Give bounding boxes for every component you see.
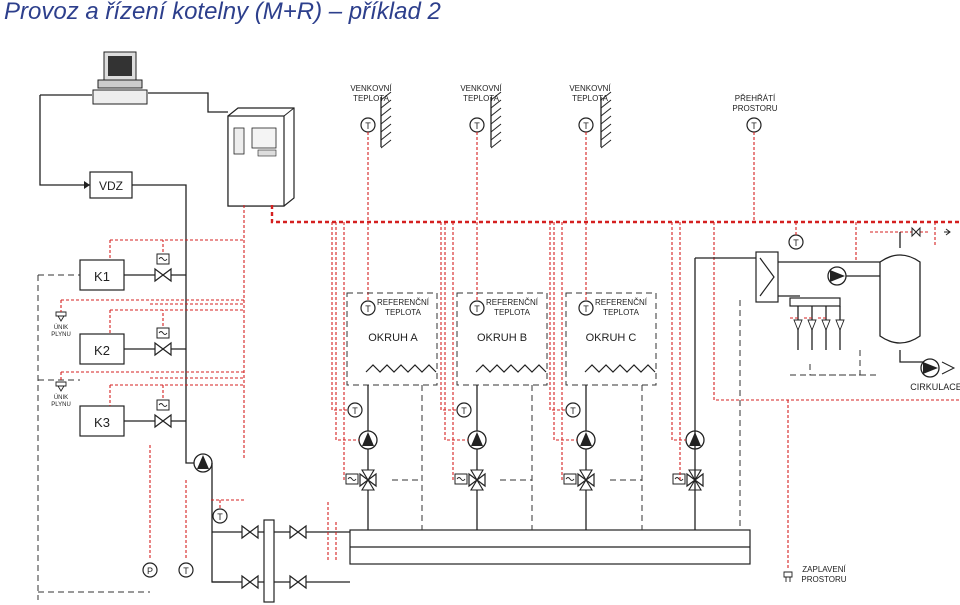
vdz-label: VDZ <box>99 179 123 193</box>
vdz-box <box>89 171 133 199</box>
svg-text:TEPLOTA: TEPLOTA <box>463 94 500 103</box>
svg-text:P: P <box>147 566 153 576</box>
supply-temp-sensor <box>212 508 228 524</box>
computer-icon <box>92 51 148 105</box>
page-title: Provoz a řízení kotelny (M+R) – příklad … <box>4 0 441 25</box>
svg-text:VENKOVNÍ: VENKOVNÍ <box>569 84 611 93</box>
room-overheat-sensor: PŘEHŘÁTÍ PROSTORU T <box>732 94 778 133</box>
circulation-label: CIRKULACE <box>910 382 960 392</box>
svg-text:T: T <box>474 121 480 131</box>
pressure-sensor: P <box>142 562 158 578</box>
gas-leak-detector-1: ÚNIK PLYNU <box>51 311 71 338</box>
outdoor-sensor-1: VENKOVNÍ TEPLOTA T <box>350 84 392 149</box>
outdoor-sensor-2: VENKOVNÍ TEPLOTA T <box>460 84 502 149</box>
svg-text:TEPLOTA: TEPLOTA <box>603 308 640 317</box>
svg-text:T: T <box>461 406 467 416</box>
svg-text:TEPLOTA: TEPLOTA <box>572 94 609 103</box>
svg-text:T: T <box>570 406 576 416</box>
svg-text:T: T <box>583 121 589 131</box>
svg-text:REFERENČNÍ: REFERENČNÍ <box>595 298 648 307</box>
boiler-k3: K3 <box>79 405 125 437</box>
svg-text:OKRUH B: OKRUH B <box>477 332 527 344</box>
svg-text:OKRUH A: OKRUH A <box>368 332 418 344</box>
svg-text:T: T <box>365 121 371 131</box>
circuit-c: T REFERENČNÍ TEPLOTA OKRUH C <box>565 292 657 386</box>
outdoor-sensor-3: VENKOVNÍ TEPLOTA T <box>569 84 612 149</box>
return-temp-sensor <box>178 562 194 578</box>
svg-text:TEPLOTA: TEPLOTA <box>353 94 390 103</box>
svg-text:PŘEHŘÁTÍ: PŘEHŘÁTÍ <box>735 94 776 103</box>
svg-text:PROSTORU: PROSTORU <box>801 575 846 584</box>
hot-water-tank <box>879 254 921 344</box>
svg-text:VENKOVNÍ: VENKOVNÍ <box>460 84 502 93</box>
svg-text:PLYNU: PLYNU <box>51 402 71 408</box>
svg-text:K2: K2 <box>94 343 110 358</box>
svg-text:T: T <box>474 304 480 314</box>
svg-text:ÚNIK: ÚNIK <box>54 394 68 401</box>
dhw-manifold <box>789 297 841 307</box>
gas-leak-detector-2: ÚNIK PLYNU <box>51 381 71 408</box>
boiler-k1: K1 <box>79 259 125 291</box>
control-cabinet-icon <box>227 107 295 207</box>
boiler-k2: K2 <box>79 333 125 365</box>
svg-text:K3: K3 <box>94 415 110 430</box>
svg-text:PLYNU: PLYNU <box>51 332 71 338</box>
svg-text:TEPLOTA: TEPLOTA <box>494 308 531 317</box>
svg-text:PROSTORU: PROSTORU <box>732 104 777 113</box>
svg-text:K1: K1 <box>94 269 110 284</box>
svg-text:VENKOVNÍ: VENKOVNÍ <box>350 84 392 93</box>
svg-text:TEPLOTA: TEPLOTA <box>385 308 422 317</box>
svg-text:T: T <box>583 304 589 314</box>
svg-text:T: T <box>352 406 358 416</box>
flooding-detector: ZAPLAVENÍ PROSTORU <box>783 565 847 584</box>
svg-text:T: T <box>365 304 371 314</box>
svg-text:ÚNIK: ÚNIK <box>54 324 68 331</box>
svg-text:REFERENČNÍ: REFERENČNÍ <box>377 298 430 307</box>
svg-text:T: T <box>793 238 799 248</box>
circuit-b: T REFERENČNÍ TEPLOTA OKRUH B <box>456 292 548 386</box>
heat-exchanger <box>755 251 779 303</box>
svg-text:ZAPLAVENÍ: ZAPLAVENÍ <box>802 565 846 574</box>
circuit-a: T REFERENČNÍ TEPLOTA OKRUH A <box>346 292 438 386</box>
svg-text:T: T <box>217 512 223 522</box>
svg-text:T: T <box>183 566 189 576</box>
svg-text:OKRUH C: OKRUH C <box>586 332 637 344</box>
svg-text:T: T <box>751 121 757 131</box>
svg-text:REFERENČNÍ: REFERENČNÍ <box>486 298 539 307</box>
